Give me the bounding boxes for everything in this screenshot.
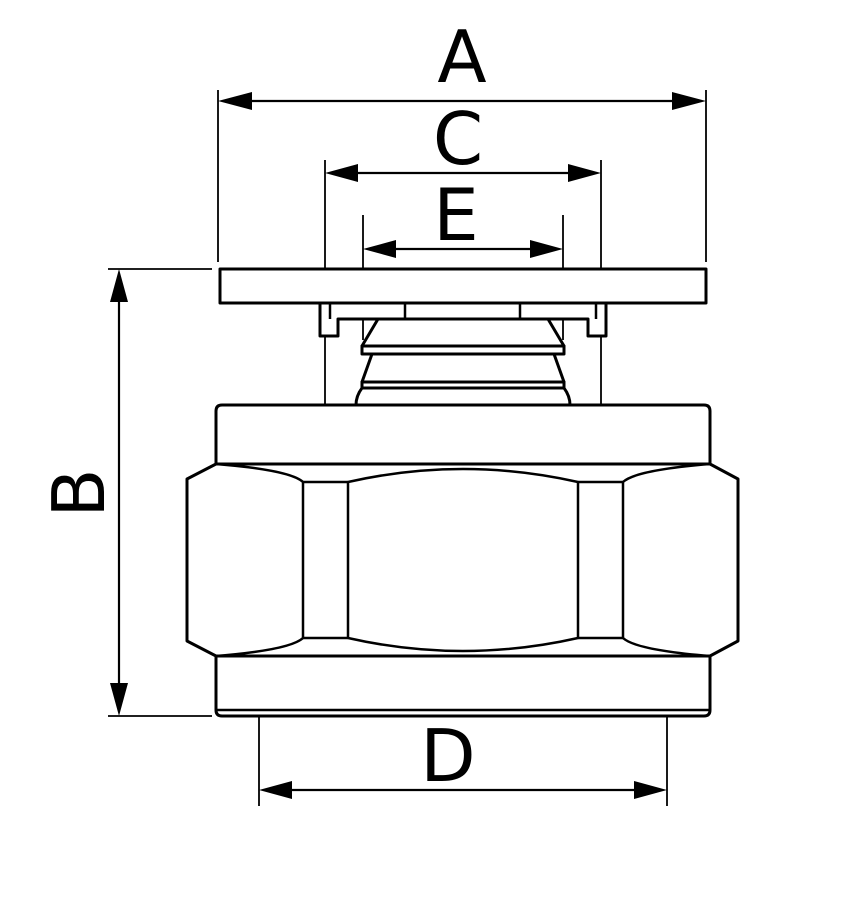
- label-c: C: [433, 97, 483, 181]
- arrow-a-right: [672, 92, 706, 110]
- arrow-c-right: [568, 164, 601, 182]
- arrow-b-top: [110, 269, 128, 302]
- dimension-a: A: [218, 15, 706, 110]
- label-a: A: [437, 15, 486, 99]
- body-top-collar: [214, 403, 712, 466]
- dimension-d: D: [259, 714, 667, 799]
- hex-nut: [185, 462, 740, 658]
- stem-base: [354, 386, 572, 407]
- hex-face-right: [621, 462, 711, 658]
- arrow-e-right: [530, 240, 563, 258]
- hex-center-bottom: [347, 636, 579, 653]
- hex-center-top: [347, 467, 579, 484]
- hex-face-left: [215, 462, 305, 658]
- arrow-d-left: [259, 781, 292, 799]
- arrow-c-left: [325, 164, 358, 182]
- dimension-e: E: [363, 173, 563, 258]
- arrow-a-left: [218, 92, 252, 110]
- label-d: D: [420, 714, 475, 798]
- label-b: B: [37, 468, 121, 517]
- label-e: E: [433, 173, 479, 257]
- hex-outline: [185, 462, 740, 658]
- cap-assembly: [218, 267, 708, 338]
- arrow-e-left: [363, 240, 396, 258]
- dimension-c: C: [325, 97, 601, 182]
- body-bottom-collar: [214, 654, 712, 718]
- dimension-b: B: [37, 269, 128, 716]
- stem-upper-cone: [360, 317, 566, 348]
- cap-plate: [218, 267, 708, 305]
- stem-lower-cone: [360, 352, 566, 384]
- arrow-d-right: [634, 781, 667, 799]
- stem: [354, 317, 572, 407]
- arrow-b-bottom: [110, 683, 128, 716]
